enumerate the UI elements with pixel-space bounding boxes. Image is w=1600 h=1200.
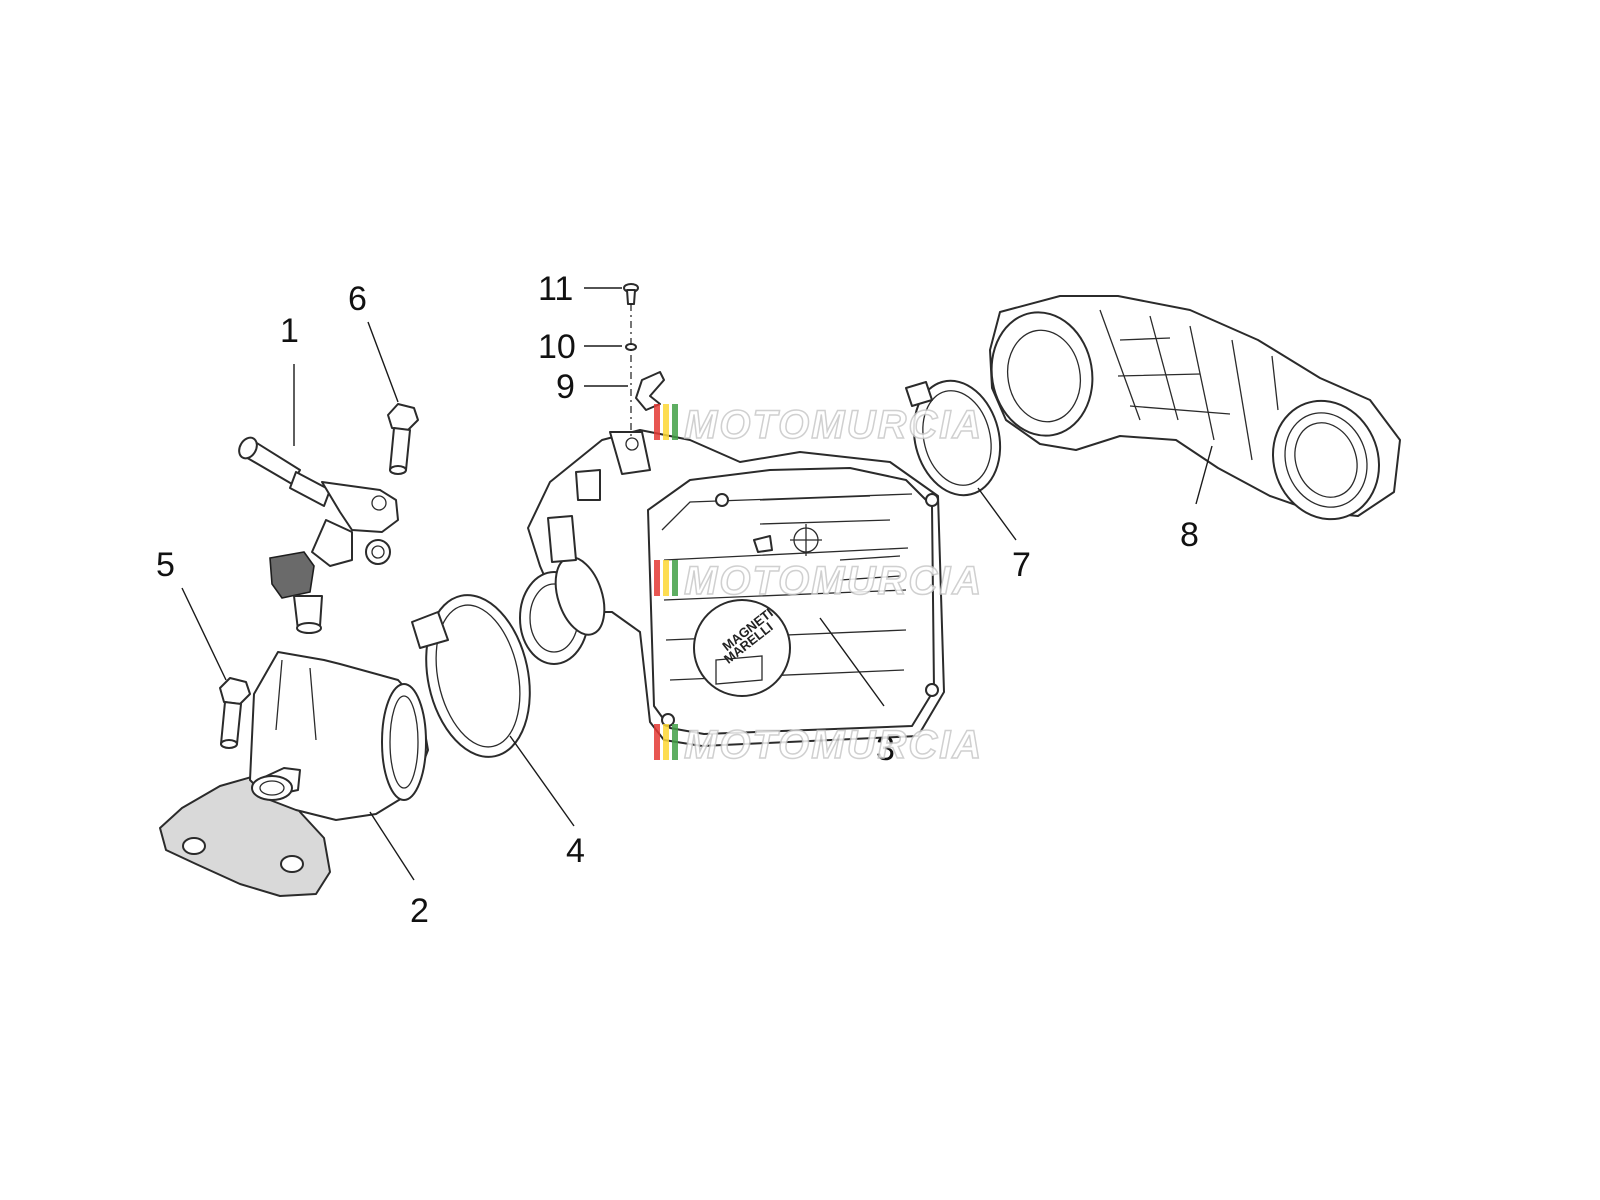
callout-9: 9 — [556, 368, 575, 406]
callout-5: 5 — [156, 546, 175, 584]
callout-4: 4 — [566, 832, 585, 870]
callout-3: 3 — [876, 730, 895, 768]
callout-6: 6 — [348, 280, 367, 318]
watermark-text-top: MOTOMURCIA — [684, 403, 983, 447]
watermark-text-middle: MOTOMURCIA — [684, 559, 983, 603]
part-3-throttle-body: MAGNETI MARELLI — [519, 429, 945, 747]
watermark-stripe-yellow — [663, 404, 669, 440]
watermark-stripe-green — [672, 560, 678, 596]
watermark-text-bottom: MOTOMURCIA — [684, 723, 983, 767]
callout-8: 8 — [1180, 516, 1199, 554]
callout-1: 1 — [280, 312, 299, 350]
part-2-intake-manifold — [159, 651, 429, 897]
callout-11: 11 — [538, 270, 573, 308]
watermark-bottom: MOTOMURCIA — [654, 722, 983, 768]
part-1-fuel-injector — [238, 436, 399, 634]
part-6-bolt — [387, 403, 419, 475]
watermark-stripe-yellow — [663, 724, 669, 760]
callout-10: 10 — [538, 328, 576, 366]
watermark-stripe-red — [654, 724, 660, 760]
part-8-intake-duct — [989, 295, 1401, 521]
part-7-hose-clamp — [905, 379, 1002, 497]
watermark-top: MOTOMURCIA — [654, 402, 983, 448]
watermark-stripe-red — [654, 404, 660, 440]
watermark-stripe-red — [654, 560, 660, 596]
callout-2: 2 — [410, 892, 429, 930]
watermark-middle: MOTOMURCIA — [654, 558, 983, 604]
watermark-stripe-green — [672, 724, 678, 760]
watermark-stripe-green — [672, 404, 678, 440]
part-9-bracket — [635, 371, 665, 411]
part-11-screw — [623, 283, 639, 305]
watermark-stripe-yellow — [663, 560, 669, 596]
callout-7: 7 — [1012, 546, 1031, 584]
leader-lines — [181, 287, 1213, 881]
part-5-bolt — [219, 677, 251, 749]
part-4-hose-clamp — [411, 594, 531, 758]
